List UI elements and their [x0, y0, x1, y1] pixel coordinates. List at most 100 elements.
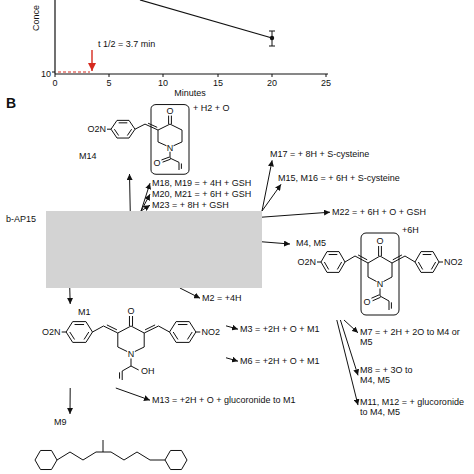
atom-label: O	[127, 307, 134, 316]
atom-label: N	[128, 350, 135, 359]
axis-tick	[218, 74, 219, 77]
bond	[62, 332, 66, 333]
bond	[368, 256, 380, 263]
structure-node: M14+ H2 + O	[65, 104, 215, 174]
atom-label: NO2	[444, 258, 463, 267]
axis-tick	[55, 74, 56, 77]
bond	[75, 324, 85, 325]
axis-tick	[109, 74, 110, 77]
metabolite-label: M6 = +2H + O + M1	[238, 355, 322, 367]
reaction-arrow	[344, 320, 358, 333]
bond	[119, 372, 120, 378]
metabolite-label: M17 = + 8H + S-cysteine	[268, 148, 371, 160]
atom-label: O	[153, 159, 160, 168]
bond	[371, 295, 379, 299]
axis-tick	[326, 74, 327, 77]
bond	[117, 333, 118, 347]
bond	[129, 129, 135, 138]
reaction-arrow	[180, 288, 200, 298]
metabolite-label: M13 = +2H + O + glucoronide to M1	[150, 394, 298, 406]
bond	[135, 347, 144, 352]
error-bar	[269, 46, 275, 47]
metabolite-label: M22 = + 6H + O + GSH	[330, 206, 428, 218]
atom-label: O2N	[297, 258, 316, 267]
phenyl-ring	[165, 450, 187, 469]
bond	[122, 371, 123, 380]
bond	[368, 263, 369, 277]
bond	[433, 262, 439, 272]
structure-node: M1	[36, 304, 226, 388]
axis-tick-label: 5	[106, 79, 111, 88]
metabolite-label: M18, M19 = + 4H + GSH	[150, 177, 253, 189]
bond	[415, 262, 421, 272]
metabolite-label: M11, M12 = + glucoronide to M4, M5	[358, 396, 470, 419]
bond	[187, 332, 192, 339]
metabolite-text: M2 = +4H	[202, 293, 242, 303]
axis-tick-label: 20	[267, 79, 277, 88]
bond	[389, 301, 390, 310]
bond	[66, 332, 73, 342]
bond	[327, 251, 339, 252]
bond	[131, 359, 132, 367]
metabolite-text: M13 = +2H + O + glucoronide to M1	[152, 395, 296, 405]
bond	[118, 326, 131, 333]
bond	[339, 262, 345, 272]
molecule-structure	[107, 105, 189, 175]
bond	[174, 142, 183, 146]
bond	[358, 255, 367, 260]
atom-label: N	[377, 280, 384, 289]
bond	[132, 316, 133, 326]
bond	[321, 262, 327, 272]
reaction-arrow	[262, 212, 330, 217]
bond	[439, 262, 443, 263]
axis-title: Minutes	[174, 89, 206, 98]
reaction-arrow	[226, 326, 238, 329]
ring-highlight-box	[151, 105, 189, 175]
reaction-arrow	[141, 183, 150, 211]
bond	[144, 333, 145, 347]
bond	[148, 123, 157, 127]
bond	[176, 321, 189, 322]
bond	[176, 342, 189, 343]
bond	[159, 326, 170, 332]
bond	[168, 116, 169, 125]
metabolite-text: M17 = + 8H + S-cysteine	[270, 149, 369, 159]
metabolite-text: M23 = + 8H + GSH	[152, 200, 229, 210]
bond	[433, 252, 439, 262]
structure-node: M9	[10, 414, 210, 474]
data-line	[140, 0, 272, 38]
bond	[163, 159, 171, 162]
atom-label: O2N	[87, 125, 106, 134]
axis-tick-label: 10	[158, 79, 168, 88]
structure-node: M4, M5+6H	[290, 225, 470, 320]
metabolite-text: M22 = + 6H + O + GSH	[332, 207, 426, 217]
bond	[317, 262, 321, 263]
metabolite-label: M2 = +4H	[200, 292, 244, 304]
bond	[111, 120, 117, 129]
bond	[107, 129, 111, 130]
metabolite-label: M20, M21 = + 6H + GSH	[150, 188, 253, 200]
reaction-arrow	[262, 242, 290, 244]
bond	[189, 332, 196, 342]
bond	[170, 332, 177, 342]
metabolite-text: M15, M16 = + 6H + S-cysteine	[278, 173, 400, 183]
bond	[145, 325, 155, 330]
compound-name: M1	[78, 308, 91, 318]
bond	[129, 120, 135, 129]
molecule-structure	[317, 233, 443, 315]
bond	[103, 440, 104, 452]
bond	[384, 277, 393, 282]
bond	[93, 326, 104, 332]
bond	[393, 255, 402, 260]
reaction-arrow	[69, 288, 70, 304]
axis-title: Conce	[32, 5, 41, 31]
bond	[392, 263, 393, 277]
bond	[189, 322, 196, 332]
bond	[173, 332, 178, 339]
bond	[86, 322, 93, 332]
bond	[415, 252, 421, 262]
bond	[170, 322, 177, 332]
metabolite-label: M23 = + 8H + GSH	[150, 199, 231, 211]
bond	[170, 124, 182, 130]
bond	[170, 152, 171, 158]
